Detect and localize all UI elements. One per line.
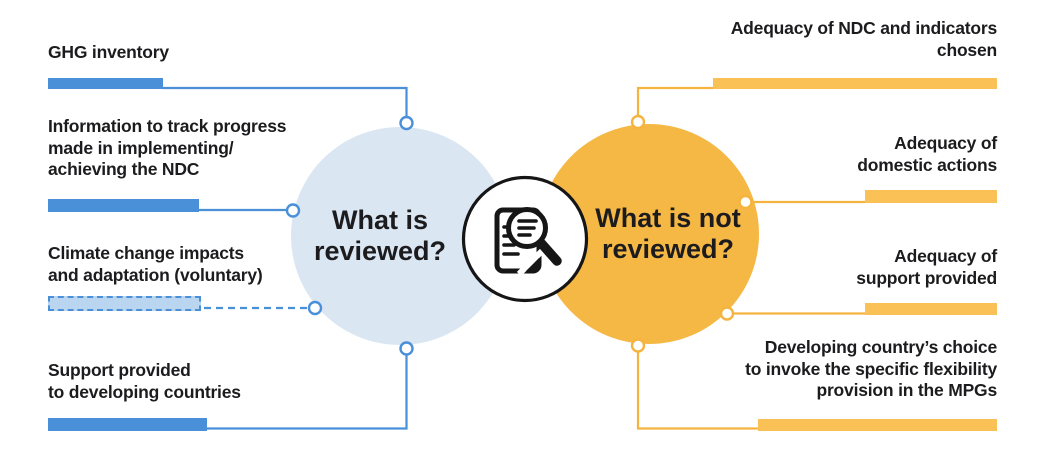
- bar-support-developing: [48, 418, 207, 431]
- label-climate-adaptation: Climate change impacts and adaptation (v…: [48, 243, 263, 285]
- fold-notch: [516, 244, 549, 277]
- bar-ndc-indicators: [713, 78, 997, 89]
- dot-mid-left: [285, 203, 301, 218]
- right-connector-lines: [636, 86, 865, 430]
- dot-mid-right: [738, 194, 753, 210]
- label-support-developing: Support provided to developing countries: [48, 360, 241, 402]
- dot-bottom-left: [399, 341, 414, 356]
- connector-ghg-inventory: [163, 86, 408, 118]
- connector-ndc-indicators: [636, 86, 713, 117]
- not-reviewed-circle: [539, 124, 759, 344]
- connector-support-provided: [207, 353, 408, 430]
- magnifier-handle: [536, 238, 562, 266]
- label-domestic-actions: Adequacy of domestic actions: [857, 133, 997, 175]
- reviewed-circle-label: What is reviewed?: [313, 205, 447, 266]
- label-flexibility-provision: Developing country’s choice to invoke th…: [745, 337, 997, 400]
- bar-adequacy-support: [865, 303, 997, 315]
- connector-flexibility-provision: [636, 351, 758, 430]
- document-magnifier-icon: [494, 207, 562, 277]
- bar-climate-adaptation-dashed: [48, 296, 201, 311]
- connector-dots: [285, 114, 753, 356]
- bar-flexibility-provision: [758, 419, 997, 431]
- bar-track-progress: [48, 199, 199, 212]
- left-connector-lines: [163, 86, 408, 430]
- folded-corner: [526, 258, 539, 271]
- not-reviewed-circle-label: What is not reviewed?: [595, 203, 741, 264]
- reviewed-circle: [291, 127, 509, 345]
- dot-lower-right: [719, 306, 735, 321]
- bar-domestic-actions: [865, 190, 997, 203]
- label-ghg-inventory: GHG inventory: [48, 42, 169, 62]
- dot-top-left: [399, 115, 414, 131]
- label-ndc-indicators: Adequacy of NDC and indicators chosen: [730, 18, 997, 60]
- bar-ghg-inventory: [48, 78, 163, 89]
- dot-bottom-right: [630, 338, 646, 353]
- dot-lower-left: [307, 300, 323, 316]
- label-adequacy-support: Adequacy of support provided: [856, 246, 997, 288]
- dot-top-right: [630, 114, 646, 130]
- magnified-text-lines: [517, 219, 538, 237]
- label-track-progress: Information to track progress made in im…: [48, 116, 287, 179]
